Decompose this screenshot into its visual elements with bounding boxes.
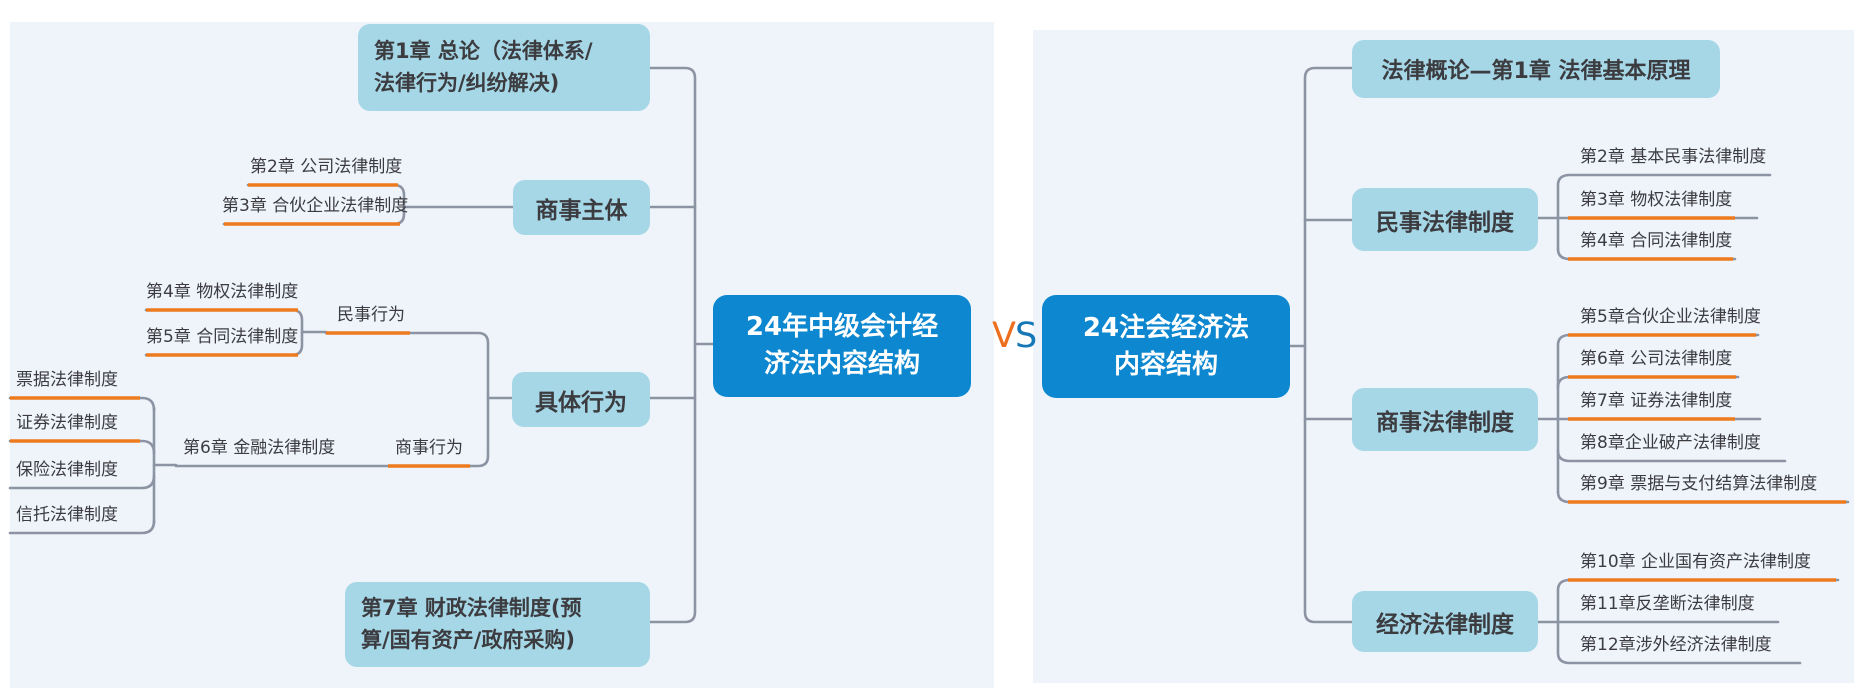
node-specific-behavior[interactable]: 具体行为 (512, 372, 650, 427)
orange-highlight-underlines (10, 183, 1846, 582)
vs-letter-v: V (992, 316, 1016, 356)
label-r-ch2-basic-civil[interactable]: 第2章 基本民事法律制度 (1580, 147, 1767, 167)
node-chapter7-line1: 第7章 财政法律制度(预 (361, 596, 582, 620)
label-l-civil-behavior[interactable]: 民事行为 (337, 305, 405, 325)
node-commercial-subject-label: 商事主体 (535, 197, 628, 224)
label-l-trust[interactable]: 信托法律制度 (16, 505, 118, 525)
node-left-root-line1: 24年中级会计经 (745, 312, 939, 343)
label-l-ch4-property[interactable]: 第4章 物权法律制度 (146, 282, 299, 302)
node-chapter7-fiscal[interactable]: 第7章 财政法律制度(预 算/国有资产/政府采购) (345, 582, 650, 667)
node-civil-law-system[interactable]: 民事法律制度 (1352, 188, 1538, 251)
label-r-ch3-property[interactable]: 第3章 物权法律制度 (1580, 190, 1733, 210)
label-r-ch10-state-assets[interactable]: 第10章 企业国有资产法律制度 (1580, 552, 1812, 572)
node-specific-behavior-label: 具体行为 (535, 389, 627, 416)
node-chapter1-line1: 第1章 总论（法律体系/ (374, 39, 593, 63)
label-l-securities[interactable]: 证券法律制度 (16, 413, 118, 433)
label-l-commercial-behavior[interactable]: 商事行为 (395, 438, 463, 458)
node-chapter1-general[interactable]: 第1章 总论（法律体系/ 法律行为/纠纷解决) (358, 24, 650, 111)
node-law-introduction[interactable]: 法律概论—第1章 法律基本原理 (1352, 40, 1720, 98)
node-economic-law-label: 经济法律制度 (1376, 611, 1514, 638)
label-r-ch11-antimonopoly[interactable]: 第11章反垄断法律制度 (1580, 594, 1755, 614)
label-r-ch7-securities[interactable]: 第7章 证券法律制度 (1580, 391, 1733, 411)
label-l-insurance[interactable]: 保险法律制度 (16, 460, 118, 480)
node-right-root[interactable]: 24注会经济法 内容结构 (1042, 295, 1290, 398)
node-left-root[interactable]: 24年中级会计经 济法内容结构 (713, 295, 971, 397)
node-chapter7-line2: 算/国有资产/政府采购) (361, 627, 575, 652)
node-left-root-line2: 济法内容结构 (763, 349, 920, 379)
label-l-ch2-company[interactable]: 第2章 公司法律制度 (250, 157, 403, 177)
vs-letter-s: S (1014, 316, 1037, 356)
node-economic-law-system[interactable]: 经济法律制度 (1352, 591, 1538, 652)
label-r-ch6-company[interactable]: 第6章 公司法律制度 (1580, 349, 1733, 369)
label-l-ch3-partnership[interactable]: 第3章 合伙企业法律制度 (222, 196, 409, 216)
node-commercial-law-system[interactable]: 商事法律制度 (1352, 388, 1538, 451)
label-l-negotiable-instruments[interactable]: 票据法律制度 (16, 370, 118, 390)
label-r-ch4-contract[interactable]: 第4章 合同法律制度 (1580, 231, 1733, 251)
label-r-ch5-partnership[interactable]: 第5章合伙企业法律制度 (1580, 307, 1761, 327)
node-commercial-subject[interactable]: 商事主体 (513, 180, 650, 235)
node-law-introduction-label: 法律概论—第1章 法律基本原理 (1381, 59, 1691, 84)
label-r-ch12-foreign-economic[interactable]: 第12章涉外经济法律制度 (1580, 635, 1772, 655)
label-r-ch9-instruments-settlement[interactable]: 第9章 票据与支付结算法律制度 (1580, 474, 1818, 494)
label-l-ch6-finance[interactable]: 第6章 金融法律制度 (183, 438, 336, 458)
label-r-ch8-bankruptcy[interactable]: 第8章企业破产法律制度 (1580, 433, 1761, 453)
node-chapter1-line2: 法律行为/纠纷解决) (374, 70, 560, 95)
node-commercial-law-label: 商事法律制度 (1376, 409, 1514, 436)
node-right-root-line1: 24注会经济法 (1082, 312, 1250, 343)
label-l-ch5-contract[interactable]: 第5章 合同法律制度 (146, 327, 299, 347)
vs-separator: VS (992, 316, 1037, 356)
node-right-root-line2: 内容结构 (1113, 349, 1218, 380)
node-civil-law-label: 民事法律制度 (1376, 209, 1514, 236)
